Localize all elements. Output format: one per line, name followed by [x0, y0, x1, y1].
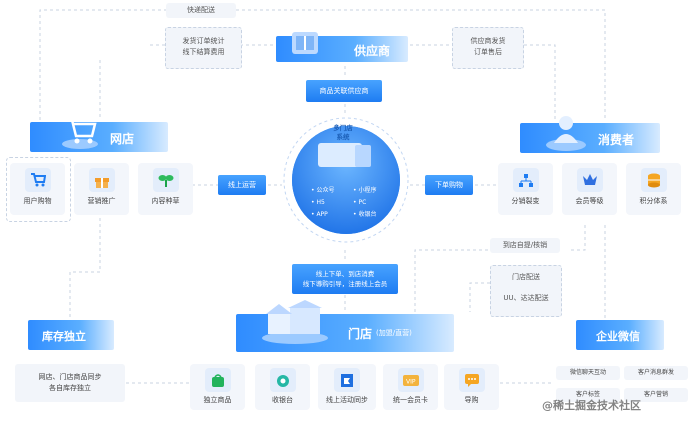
channel-item: • H5 [311, 199, 325, 206]
enterprise-wechat-header: 企业微信 [576, 320, 664, 350]
card-user-shopping[interactable]: 用户购物 [10, 163, 65, 215]
card-label: 用户购物 [23, 197, 52, 205]
delivery-box: 门店配送 UU、达达配送 [490, 265, 562, 317]
hub-rings-icon [283, 117, 409, 243]
store-header: 门店 (加盟/直营) [236, 300, 454, 352]
consumer-title: 消费者 [598, 133, 635, 147]
card-cashier[interactable]: 收银台 [255, 364, 310, 410]
wechat-tag: 客户营销 [624, 388, 688, 402]
shipping-stats-line1: 发货订单统计 [182, 37, 225, 45]
svg-text:VIP: VIP [406, 378, 416, 385]
inventory-desc-box: 网店、门店商品同步 各自库存独立 [15, 364, 125, 402]
cart-icon [24, 168, 51, 192]
network-icon [512, 168, 539, 192]
inventory-desc-line2: 各自库存独立 [49, 384, 91, 392]
enterprise-wechat-title: 企业微信 [596, 330, 640, 343]
store-subtitle: (加盟/直营) [376, 329, 412, 337]
wechat-tag: 客户消息群发 [624, 366, 688, 380]
consumer-header: 消费者 [520, 116, 660, 153]
inventory-desc-line1: 网店、门店商品同步 [38, 373, 102, 381]
channel-item: • 公众号 [311, 187, 335, 194]
place-order-label: 下单购物 [425, 175, 473, 195]
card-content-seeding[interactable]: 内容种草 [138, 163, 193, 215]
card-marketing[interactable]: 营销推广 [74, 163, 129, 215]
card-unified-membership[interactable]: VIP 统一会员卡 [383, 364, 438, 410]
aftersales-line: 订单售后 [474, 48, 502, 56]
multi-store-hub: 多门店 系统 • 公众号 • 小程序 • H5 • PC • APP • 收银台 [283, 115, 409, 245]
online-store-title: 网店 [110, 132, 135, 146]
cashier-icon [269, 368, 296, 392]
card-distribution[interactable]: 分销裂变 [498, 163, 553, 215]
inventory-header: 库存独立 [28, 320, 114, 350]
supplier-title: 供应商 [354, 44, 391, 58]
card-label: 导购 [464, 396, 479, 404]
channel-item: • 小程序 [353, 187, 377, 194]
supplier-ship-line: 供应商发货 [470, 37, 506, 45]
express-delivery-label: 快递配送 [166, 3, 236, 18]
offline-desc-box: 线上下单、到店消费 线下導购引导，注册线上会员 [292, 264, 398, 294]
package-icon [286, 28, 326, 66]
offline-desc-line2: 线下導购引导，注册线上会员 [302, 280, 388, 288]
online-card-frame [6, 157, 71, 222]
chat-icon [458, 368, 485, 392]
card-label: 分销裂变 [511, 197, 540, 205]
bag-icon [204, 368, 231, 392]
card-member-level[interactable]: 会员等级 [562, 163, 617, 215]
goods-supplier-link-label: 商品关联供应商 [306, 80, 382, 102]
store-title: 门店 [348, 327, 373, 341]
card-label: 会员等级 [575, 197, 604, 205]
store-building-icon [260, 300, 330, 348]
inventory-title: 库存独立 [42, 330, 86, 343]
card-label: 营销推广 [87, 197, 116, 205]
online-store-header: 网店 [30, 118, 168, 152]
wechat-tag: 客户标签 [556, 388, 620, 402]
shopping-cart-graphic-icon [60, 110, 100, 154]
card-independent-goods[interactable]: 独立商品 [190, 364, 245, 410]
card-online-activity-sync[interactable]: 线上活动同步 [318, 364, 376, 410]
crown-icon [576, 168, 603, 192]
channel-item: • 收银台 [353, 211, 377, 218]
card-label: 线上活动同步 [326, 396, 368, 404]
card-label: 积分体系 [639, 197, 668, 205]
hub-title-line2: 系统 [336, 133, 350, 141]
card-label: 内容种草 [151, 197, 180, 205]
uu-delivery-line: UU、达达配送 [503, 294, 549, 302]
shipping-stats-line2: 线下结算费用 [182, 48, 225, 56]
channel-item: • PC [353, 199, 367, 206]
shipping-stats-box: 发货订单统计 线下结算费用 [165, 27, 242, 69]
watermark-text: @稀土掘金技术社区 [542, 399, 641, 412]
flag-icon [334, 368, 360, 392]
hub-title-line1: 多门店 [333, 124, 353, 132]
card-shopping-guide[interactable]: 导购 [444, 364, 499, 410]
coins-icon [640, 168, 667, 192]
card-points[interactable]: 积分体系 [626, 163, 681, 215]
online-ops-label: 线上运营 [218, 175, 266, 195]
sprout-icon [152, 168, 179, 192]
channel-item: • APP [311, 211, 328, 218]
vip-card-icon: VIP [397, 368, 424, 392]
pickup-label: 到店自提/核销 [490, 238, 560, 253]
consumer-badge-icon [544, 109, 588, 157]
card-label: 统一会员卡 [393, 396, 428, 404]
supplier-aftersales-box: 供应商发货 订单售后 [452, 27, 524, 69]
supplier-header: 供应商 [276, 32, 408, 62]
store-delivery-line: 门店配送 [512, 273, 540, 281]
gift-icon [88, 168, 115, 192]
card-label: 独立商品 [203, 396, 232, 404]
card-label: 收银台 [272, 396, 293, 404]
offline-desc-line1: 线上下单、到店消费 [315, 270, 375, 278]
wechat-tag: 微信聊天互动 [556, 366, 620, 380]
